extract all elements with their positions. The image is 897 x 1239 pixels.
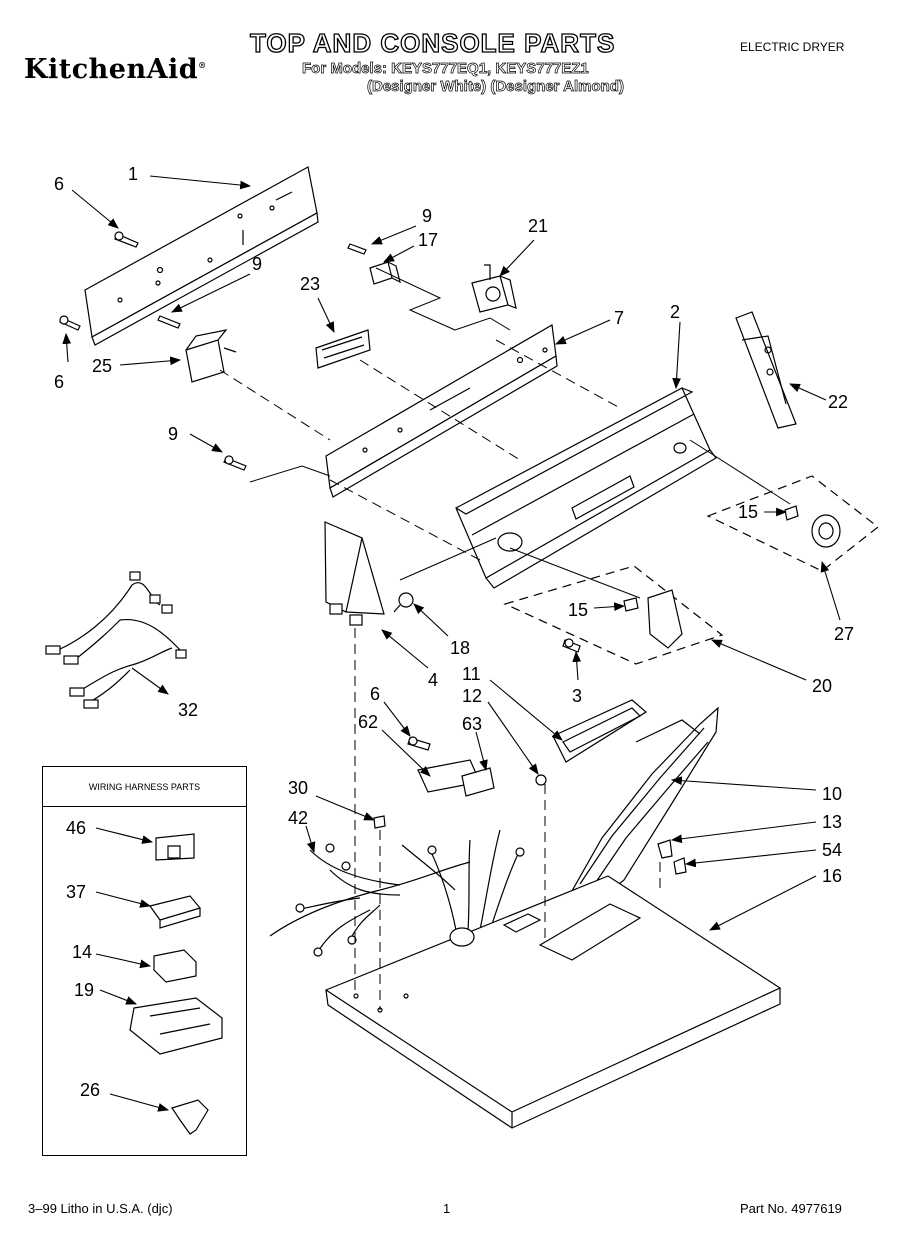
page-title: TOP AND CONSOLE PARTS [249,27,616,58]
callout-25: 25 [92,356,112,376]
callout-1: 1 [128,164,138,184]
callout-23: 23 [300,274,320,294]
callout-32: 32 [178,700,198,720]
screw-6-middle [407,736,431,751]
part-30-clip [373,815,386,829]
callout-21: 21 [528,216,548,236]
footer-part-number: Part No. 4977619 [740,1201,842,1216]
callout-15-left: 15 [568,600,588,620]
callout-numbers: 1 6 9 6 25 9 9 17 21 23 7 2 22 15 27 15 … [54,164,854,1100]
wiring-harness-title: WIRING HARNESS PARTS [43,767,246,807]
callout-26: 26 [80,1080,100,1100]
callout-6-top: 6 [54,174,64,194]
part-27-knob-group [706,475,879,572]
part-32-wiring [45,571,187,709]
screw-6-top [114,231,139,248]
part-1-console-bracket [84,166,319,346]
part-20-knob-group [503,565,724,665]
assembly-guide-lines [219,267,791,1010]
part-23-block [315,329,371,369]
callout-17: 17 [418,230,438,250]
callout-20: 20 [812,676,832,696]
callout-9-top: 9 [422,206,432,226]
brand-logo: KitchenAid® [24,54,207,85]
callout-54: 54 [822,840,842,860]
screw-9-left [157,315,181,329]
callout-42: 42 [288,808,308,828]
part-7-control-bracket [325,324,558,498]
callout-11: 11 [462,664,481,684]
part-18-clip [393,592,414,613]
brand-name: KitchenAid [24,54,199,85]
part-13-screw [657,839,673,859]
callout-62: 62 [358,712,378,732]
part-25-timer [185,329,237,383]
callout-7: 7 [614,308,624,328]
callout-18: 18 [450,638,470,658]
part-22-end-cap [735,311,797,429]
part-42-main-harness [269,829,525,957]
part-4-side-panel [324,521,385,626]
callout-9-mid: 9 [168,424,178,444]
part-12-clip [535,774,547,786]
harness-part-46 [155,833,195,861]
harness-part-14 [153,949,197,983]
callout-6-middle: 6 [370,684,380,704]
callout-12: 12 [462,686,482,706]
callout-10: 10 [822,784,842,804]
callout-leaders [62,175,841,1112]
part-2-console [455,387,717,589]
callout-19: 19 [74,980,94,1000]
callout-63: 63 [462,714,482,734]
screw-9-mid [223,455,247,471]
harness-part-26 [171,1099,209,1135]
dryer-type: ELECTRIC DRYER [740,40,845,54]
callout-22: 22 [828,392,848,412]
part-11-filter-door [552,699,648,763]
screw-6-bottom [59,315,81,331]
callout-14: 14 [72,942,92,962]
harness-part-37 [148,895,202,929]
callout-4: 4 [428,670,438,690]
part-54-screw [673,857,687,875]
callout-13: 13 [822,812,842,832]
part-16-dryer-top [324,875,782,1129]
footer-litho: 3–99 Litho in U.S.A. (djc) [28,1201,173,1216]
wiring-harness-box: WIRING HARNESS PARTS [42,766,247,1156]
part-17-switch [369,261,401,285]
designers-line: (Designer White) (Designer Almond) [367,78,625,96]
callout-6-bottom: 6 [54,372,64,392]
callout-16: 16 [822,866,842,886]
footer-page-number: 1 [443,1201,451,1216]
harness-part-19 [129,997,223,1055]
callout-27: 27 [834,624,854,644]
part-3-screw [562,638,581,653]
callout-15-right: 15 [738,502,758,522]
screw-9-top [347,243,367,255]
callout-2: 2 [670,302,680,322]
callout-37: 37 [66,882,86,902]
callout-3: 3 [572,686,582,706]
callout-9-left: 9 [252,254,262,274]
part-21-component [471,264,517,313]
models-line: For Models: KEYS777EQ1, KEYS777EZ1 [302,60,589,78]
callout-46: 46 [66,818,86,838]
callout-30: 30 [288,778,308,798]
